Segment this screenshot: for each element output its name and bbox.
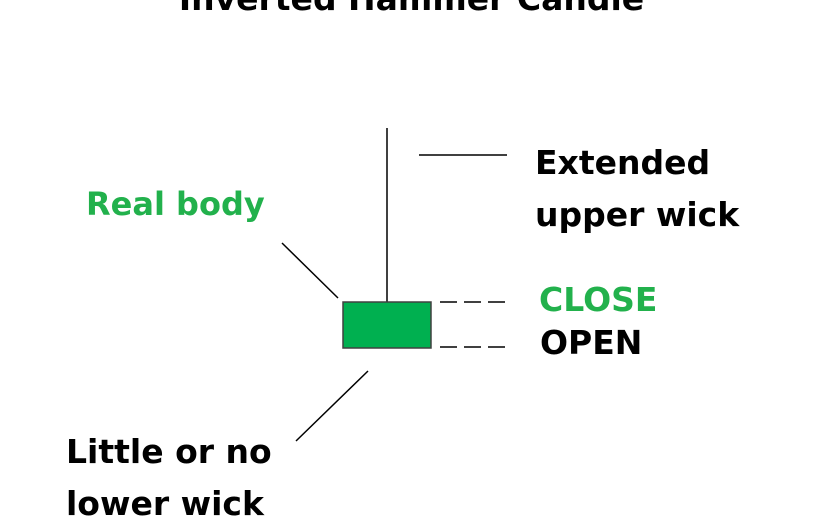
- close-label: CLOSE: [539, 280, 658, 319]
- lower-wick-label-line-1: Little or no: [66, 432, 272, 471]
- real-body-pointer: [281, 242, 339, 299]
- candle-drawing: [281, 128, 511, 442]
- upper-wick-label-line-2: upper wick: [535, 195, 740, 234]
- open-label: OPEN: [540, 323, 643, 362]
- upper-wick-label: Extended upper wick: [535, 137, 739, 241]
- lower-wick-label-line-2: lower wick: [66, 484, 264, 523]
- real-body-label: Real body: [86, 185, 265, 223]
- candle-body: [342, 301, 432, 349]
- diagram-title: Inverted Hammer Candle: [0, 0, 823, 15]
- upper-wick-label-line-1: Extended: [535, 143, 711, 182]
- lower-wick-pointer: [295, 370, 369, 442]
- lower-wick-label: Little or no lower wick: [66, 426, 272, 530]
